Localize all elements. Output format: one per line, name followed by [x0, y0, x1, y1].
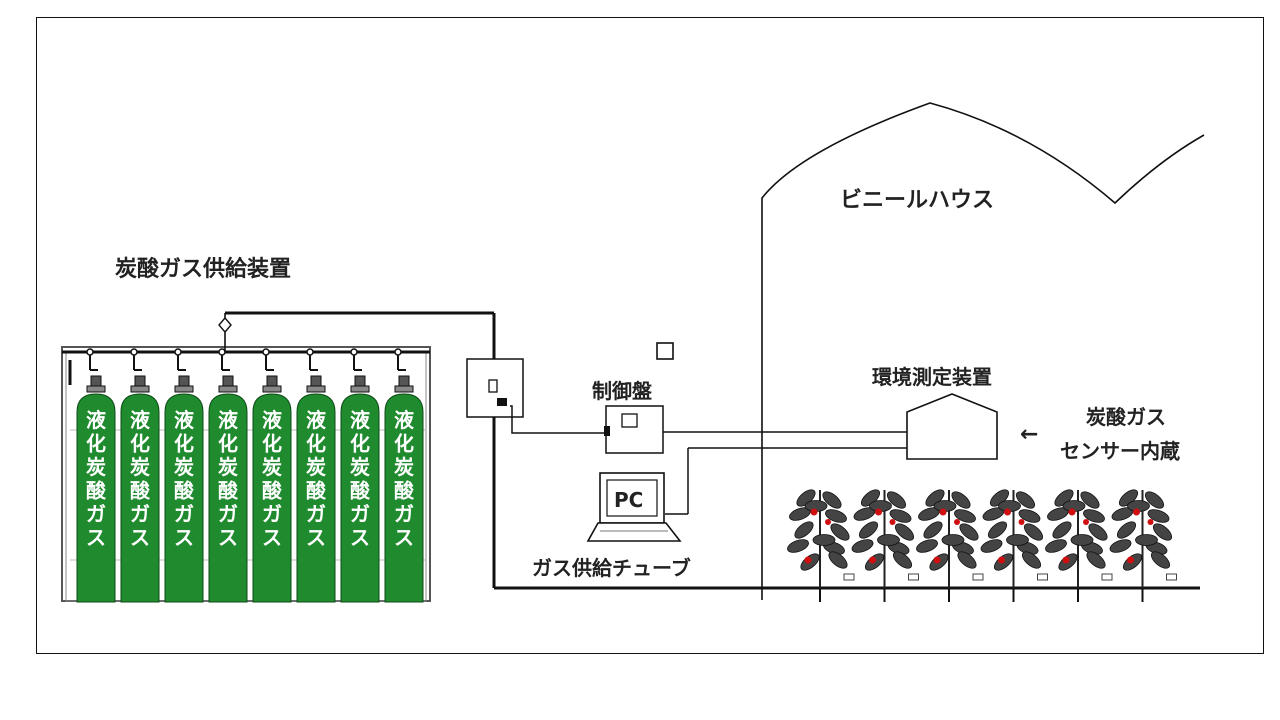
cylinder-text: 化: [394, 432, 414, 456]
cylinder-text: 炭: [262, 455, 282, 479]
tomato-plant: [851, 489, 919, 602]
cylinder-text: 液: [350, 408, 371, 432]
cylinder-text: 酸: [306, 479, 327, 503]
cylinder-text: 液: [394, 408, 415, 432]
cylinder-text: ス: [394, 526, 414, 550]
cylinder-text: ガ: [394, 502, 414, 526]
pc-label: PC: [614, 488, 643, 512]
cylinder-text: 炭: [350, 455, 370, 479]
tomato-plant: [916, 489, 984, 602]
tomato-plant: [787, 489, 855, 602]
cylinder-text: 炭: [174, 455, 194, 479]
cylinder-text: ガ: [86, 502, 106, 526]
cylinder-text: 酸: [394, 479, 415, 503]
cylinder-text: 酸: [350, 479, 371, 503]
diagram-frame: [36, 17, 1264, 654]
cylinder-text: 液: [218, 408, 239, 432]
greenhouse-label: ビニールハウス: [840, 188, 994, 213]
control-cable: [510, 405, 606, 434]
sensor-arrow: ←: [1020, 422, 1038, 447]
cylinder-text: 液: [130, 408, 151, 432]
cylinder-text: ス: [350, 526, 370, 550]
env-device-label: 環境測定装置: [872, 365, 992, 389]
cylinder-text: 酸: [86, 479, 107, 503]
cylinder-text: ス: [306, 526, 326, 550]
cylinder-text: 炭: [306, 455, 326, 479]
tomato-plant: [1045, 489, 1113, 602]
cylinder-text: ガ: [174, 502, 194, 526]
cylinder-text: 化: [174, 432, 194, 456]
cylinder-text: ス: [262, 526, 282, 550]
cylinder-text: ス: [218, 526, 238, 550]
cylinder-text: 酸: [174, 479, 195, 503]
cylinder-text: 炭: [130, 455, 150, 479]
cylinder-text: ス: [130, 526, 150, 550]
cylinder-text: 化: [218, 432, 238, 456]
pc-computer: [586, 472, 682, 542]
sensor-label-line2: センサー内蔵: [1060, 439, 1180, 463]
cylinder-text: ス: [86, 526, 106, 550]
sensor-label-line1: 炭酸ガス: [1086, 405, 1166, 429]
cylinder-text: ガ: [130, 502, 150, 526]
cylinder-text: 液: [174, 408, 195, 432]
cylinder-text: 化: [350, 432, 370, 456]
cylinder-text: 炭: [394, 455, 414, 479]
cylinder-text: 化: [86, 432, 106, 456]
greenhouse-roof: [761, 102, 1205, 600]
plant-group: [787, 489, 1177, 602]
regulator-box: [466, 358, 524, 418]
cylinder-text: 液: [86, 408, 107, 432]
cylinder-group: 液化炭酸ガス液化炭酸ガス液化炭酸ガス液化炭酸ガス液化炭酸ガス液化炭酸ガス液化炭酸…: [76, 348, 424, 603]
control-panel-label: 制御盤: [592, 379, 653, 403]
cylinder-text: 酸: [130, 479, 151, 503]
cylinder-text: 化: [262, 432, 282, 456]
cylinder-text: ガ: [262, 502, 282, 526]
environment-device: [906, 393, 998, 460]
cylinder-text: 化: [130, 432, 150, 456]
cylinder-text: 化: [306, 432, 326, 456]
supply-device-label: 炭酸ガス供給装置: [115, 256, 291, 282]
cylinder-text: 液: [306, 408, 327, 432]
cylinder-text: 液: [262, 408, 283, 432]
tomato-plant: [1109, 489, 1177, 602]
cylinder-text: ガ: [350, 502, 370, 526]
cylinder-text: 炭: [86, 455, 106, 479]
cylinder-text: ガ: [306, 502, 326, 526]
cylinder-text: ス: [174, 526, 194, 550]
cylinder-text: 酸: [218, 479, 239, 503]
signal-lines: [663, 431, 907, 515]
cylinder-text: ガ: [218, 502, 238, 526]
tomato-plant: [980, 489, 1048, 602]
cylinder-text: 酸: [262, 479, 283, 503]
tube-label: ガス供給チューブ: [532, 556, 691, 580]
control-panel: [604, 342, 674, 454]
cylinder-text: 炭: [218, 455, 238, 479]
